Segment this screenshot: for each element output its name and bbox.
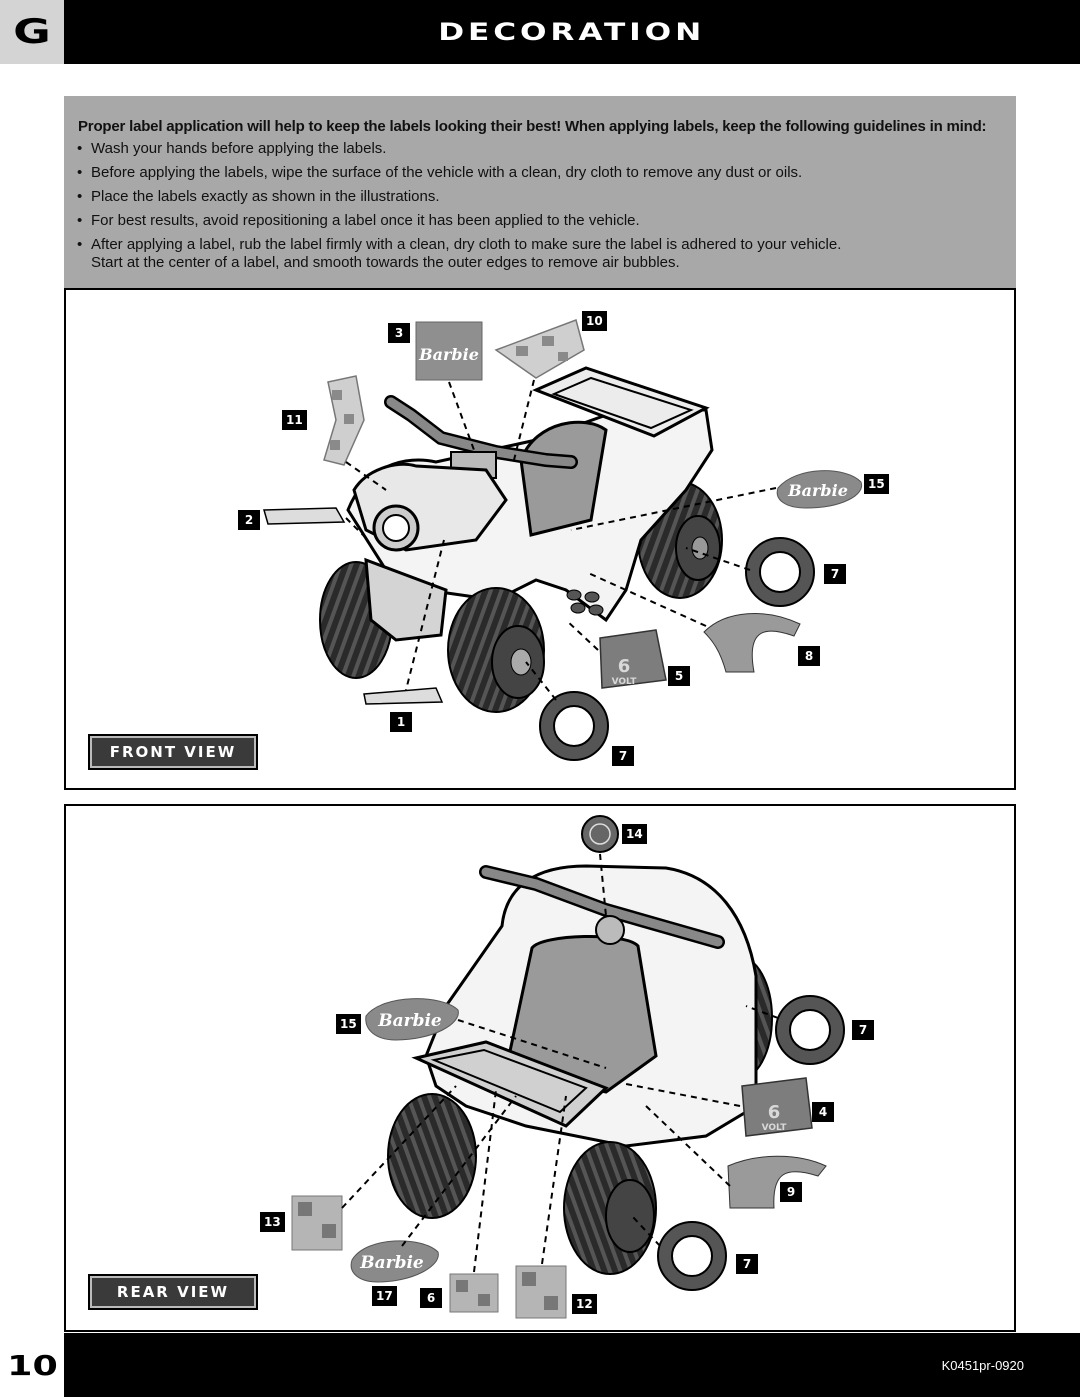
callout-7: 7 bbox=[824, 564, 846, 584]
svg-text:VOLT: VOLT bbox=[612, 677, 638, 687]
page-title: DECORATION bbox=[438, 18, 706, 46]
header-bar bbox=[64, 0, 1080, 64]
page-number: 10 bbox=[6, 1348, 58, 1382]
callout-17: 17 bbox=[372, 1286, 397, 1306]
callout-6: 6 bbox=[420, 1288, 442, 1308]
label-6-square-decal bbox=[449, 1273, 499, 1313]
svg-text:Barbie: Barbie bbox=[377, 1011, 442, 1031]
guideline-item: •For best results, avoid repositioning a… bbox=[77, 212, 640, 229]
svg-text:VOLT: VOLT bbox=[762, 1123, 788, 1133]
label-15-barbie-logo bbox=[365, 998, 459, 1041]
label-1-headlight-decal bbox=[363, 687, 444, 705]
label-15-barbie-logo bbox=[776, 470, 863, 509]
section-letter: G bbox=[13, 12, 51, 52]
guideline-item: •Before applying the labels, wipe the su… bbox=[77, 164, 803, 181]
svg-text:6: 6 bbox=[768, 1102, 781, 1123]
callout-7: 7 bbox=[852, 1020, 874, 1040]
guideline-item: •Wash your hands before applying the lab… bbox=[77, 140, 387, 157]
callout-2: 2 bbox=[238, 510, 260, 530]
rear-view-panel: Barbie 6 VOLT Barbie bbox=[64, 804, 1016, 1332]
svg-text:Barbie: Barbie bbox=[359, 1253, 424, 1273]
front-view-panel: Barbie Barbie 6 VOLT bbox=[64, 288, 1016, 790]
label-17-barbie-logo bbox=[350, 1240, 439, 1283]
callout-7: 7 bbox=[612, 746, 634, 766]
guidelines-intro: Proper label application will help to ke… bbox=[78, 118, 987, 135]
document-code: K0451pr-0920 bbox=[941, 1358, 1024, 1373]
callout-12: 12 bbox=[572, 1294, 597, 1314]
label-7-hubcap-decal bbox=[539, 691, 609, 761]
callout-1: 1 bbox=[390, 712, 412, 732]
label-3-barbie-square bbox=[415, 321, 483, 381]
guideline-item: •After applying a label, rub the label f… bbox=[77, 236, 842, 253]
guideline-item: •Place the labels exactly as shown in th… bbox=[77, 188, 440, 205]
front-view-label: FRONT VIEW bbox=[88, 734, 258, 770]
callout-5: 5 bbox=[668, 666, 690, 686]
callout-4: 4 bbox=[812, 1102, 834, 1122]
callout-11: 11 bbox=[282, 410, 307, 430]
wheel bbox=[387, 1093, 477, 1219]
callout-3: 3 bbox=[388, 323, 410, 343]
callout-9: 9 bbox=[780, 1182, 802, 1202]
guidelines-box: Proper label application will help to ke… bbox=[64, 96, 1016, 288]
callout-10: 10 bbox=[582, 311, 607, 331]
guideline-item-continuation: Start at the center of a label, and smoo… bbox=[91, 254, 680, 271]
svg-text:Barbie: Barbie bbox=[418, 345, 479, 364]
label-14-speedometer-decal bbox=[581, 815, 619, 853]
footer-bar bbox=[64, 1333, 1080, 1397]
guidelines-list: •Wash your hands before applying the lab… bbox=[74, 140, 841, 278]
front-view-illustration: Barbie Barbie 6 VOLT bbox=[263, 319, 863, 761]
label-8-fender-decal bbox=[703, 613, 801, 673]
label-4-6-volt-decal bbox=[741, 1077, 813, 1137]
label-7-hubcap-decal bbox=[775, 995, 845, 1065]
callout-15: 15 bbox=[864, 474, 889, 494]
callout-14: 14 bbox=[622, 824, 647, 844]
callout-15: 15 bbox=[336, 1014, 361, 1034]
rear-view-illustration: Barbie 6 VOLT Barbie bbox=[291, 815, 845, 1319]
callout-7: 7 bbox=[736, 1254, 758, 1274]
label-5-6-volt-decal bbox=[599, 629, 667, 689]
label-7-hubcap-decal bbox=[657, 1221, 727, 1291]
svg-text:Barbie: Barbie bbox=[787, 481, 848, 500]
rear-view-label: REAR VIEW bbox=[88, 1274, 258, 1310]
label-7-hubcap-decal bbox=[745, 537, 815, 607]
section-letter-tab: G bbox=[0, 0, 64, 64]
label-2-headlight-decal bbox=[263, 507, 346, 525]
svg-text:6: 6 bbox=[618, 656, 631, 677]
label-10-wing-decal bbox=[494, 319, 585, 379]
label-9-fender-decal bbox=[727, 1155, 827, 1209]
callout-13: 13 bbox=[260, 1212, 285, 1232]
callout-8: 8 bbox=[798, 646, 820, 666]
atv-seat bbox=[519, 420, 608, 537]
